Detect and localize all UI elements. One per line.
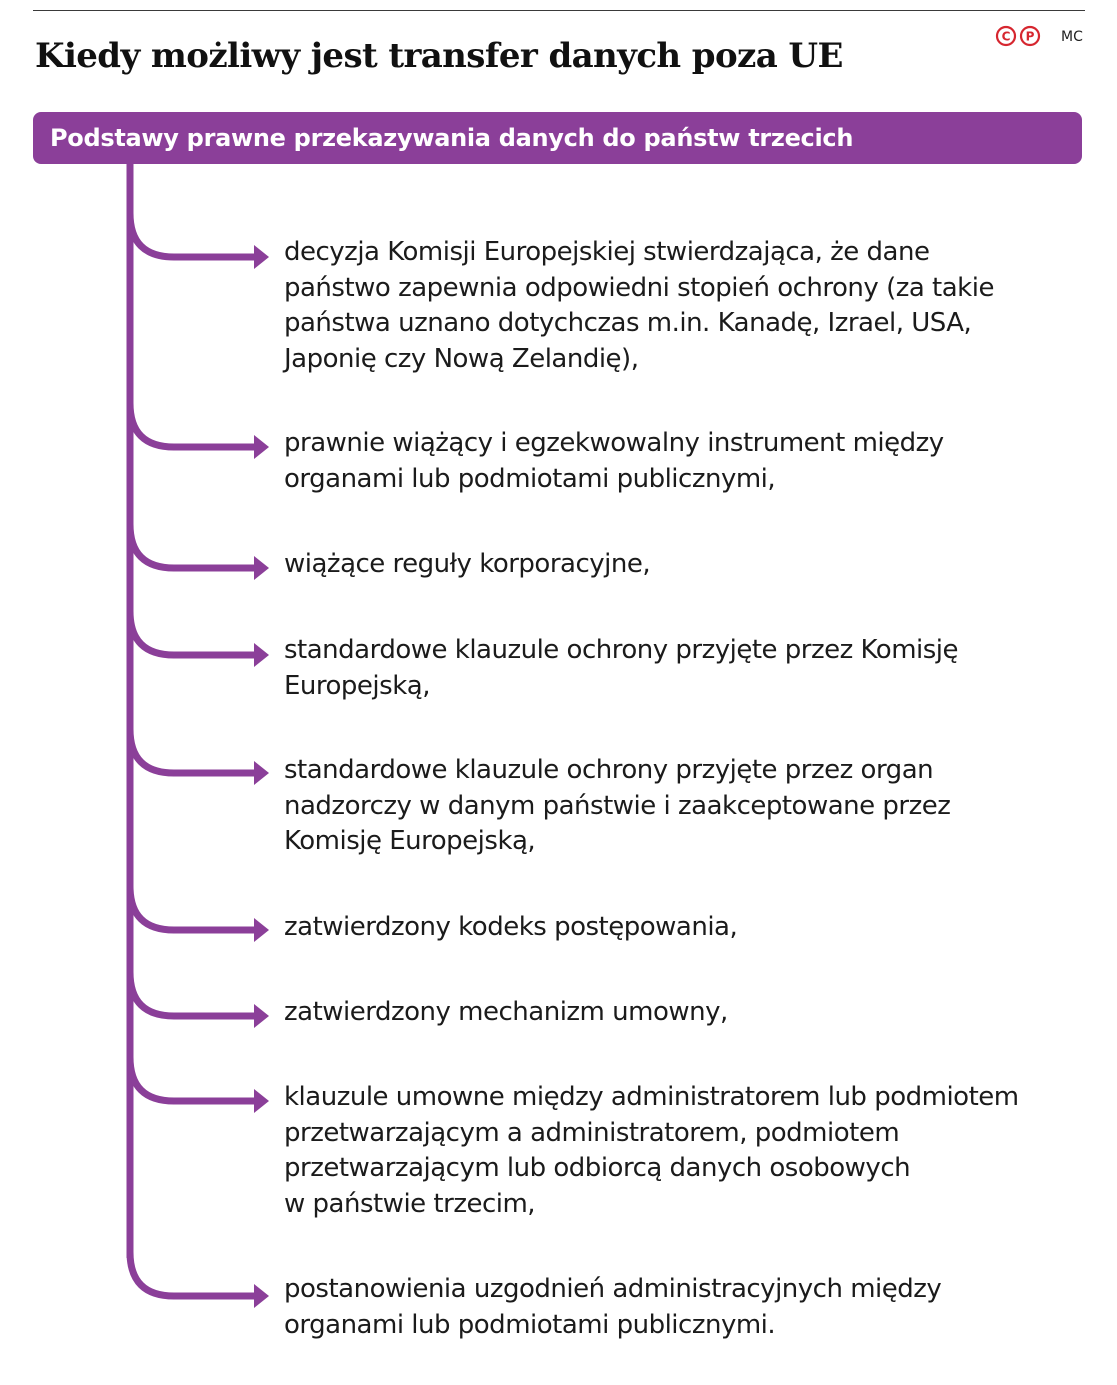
list-item: standardowe klauzule ochrony przyjęte pr… [284,755,951,856]
page-title: Kiedy możliwy jest transfer danych poza … [35,36,843,76]
connector-branch [126,885,256,934]
arrowhead-icon [254,761,269,785]
arrowhead-icon [254,1004,269,1028]
arrowhead-icon [254,918,269,942]
top-rule [33,10,1085,11]
arrowhead-icon [254,435,269,459]
svg-text:C: C [1002,30,1011,44]
connector-branch [126,1251,256,1300]
arrowhead-icon [254,245,269,269]
arrowhead-icon [254,1089,269,1113]
list-item: postanowienia uzgodnień administracyjnyc… [284,1274,942,1340]
connector-branch [126,728,256,777]
list-item: zatwierdzony kodeks postępowania, [284,912,738,942]
connector-branch [126,523,256,572]
section-header: Podstawy prawne przekazywania danych do … [33,112,1082,164]
list-item: wiążące reguły korporacyjne, [284,549,651,579]
svg-text:P: P [1026,30,1035,44]
connector-branch [126,971,256,1020]
list-item: zatwierdzony mechanizm umowny, [284,997,728,1027]
arrowhead-icon [254,643,269,667]
list-item: decyzja Komisji Europejskiej stwierdzają… [284,237,994,374]
connector-branch [126,610,256,659]
list-item: standardowe klauzule ochrony przyjęte pr… [284,635,959,701]
connector-branch [126,212,256,261]
author-initials: MC [1061,29,1083,45]
connector-branch [126,1056,256,1105]
connector-branch [126,402,256,451]
section-header-label: Podstawy prawne przekazywania danych do … [50,124,854,152]
list-item: prawnie wiążący i egzekwowalny instrumen… [284,428,944,494]
copyright-logo: C P [995,25,1041,47]
arrowhead-icon [254,1284,269,1308]
list-item: klauzule umowne między administratorem l… [284,1082,1019,1219]
arrowhead-icon [254,556,269,580]
